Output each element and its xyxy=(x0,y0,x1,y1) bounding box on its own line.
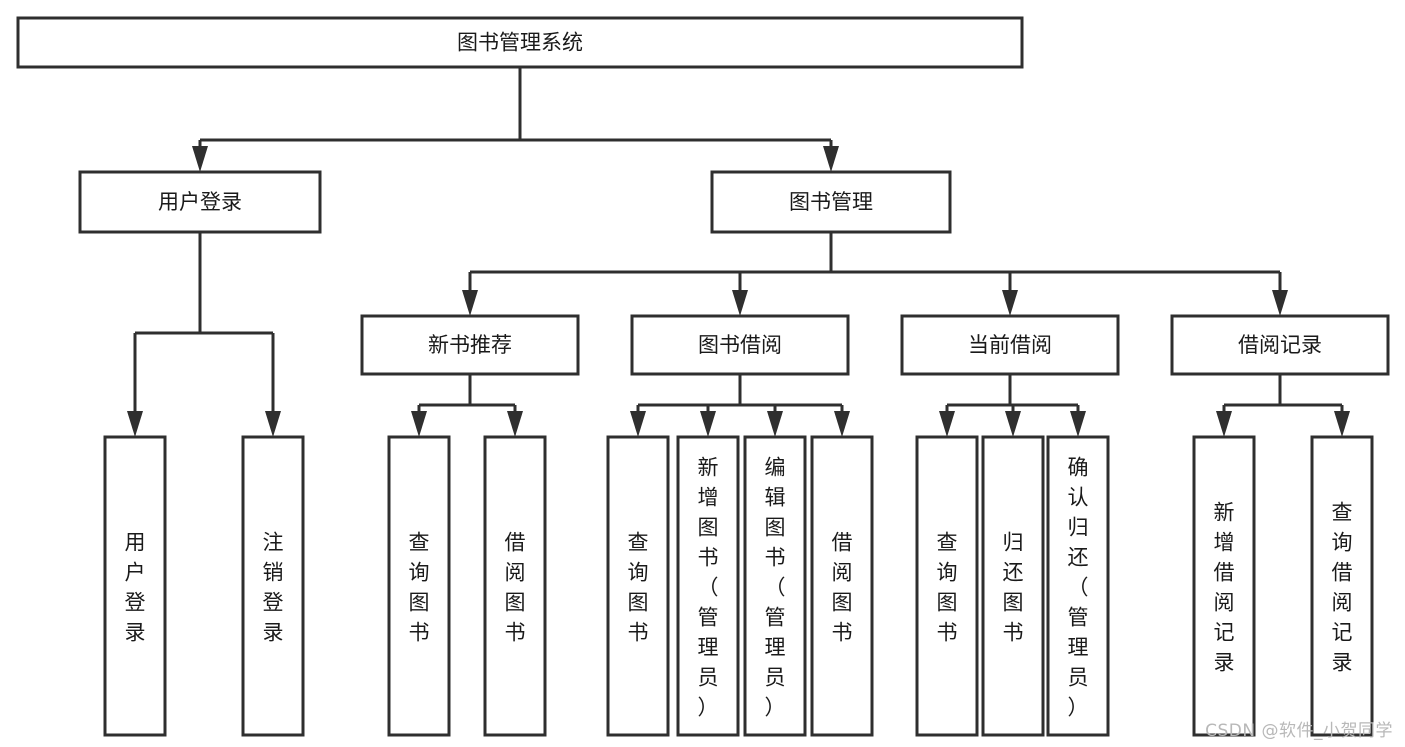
arrow-head-icon xyxy=(700,411,716,437)
root-box[interactable] xyxy=(16,16,1024,69)
leaf-label: 确认归还（管理员） xyxy=(1068,455,1089,719)
arrow-head-icon xyxy=(1216,411,1232,437)
csdn-watermark: CSDN @软件_小贺同学 xyxy=(1205,721,1393,741)
root-node[interactable]: 图书管理系统 xyxy=(16,16,1024,69)
arrow-head-icon xyxy=(1070,411,1086,437)
leaf-node[interactable]: 编辑图书（管理员） xyxy=(743,435,807,737)
level3-label: 借阅记录 xyxy=(1238,333,1322,357)
leaf-node[interactable]: 注销登录 xyxy=(241,435,305,737)
level2-label: 用户登录 xyxy=(158,190,242,214)
leaf-label: 查询图书 xyxy=(409,530,430,644)
level3-box[interactable] xyxy=(1170,314,1390,376)
leaf-box[interactable] xyxy=(981,435,1045,737)
leaf-box[interactable] xyxy=(241,435,305,737)
connector-layer xyxy=(127,67,1350,437)
leaf-node[interactable]: 归还图书 xyxy=(981,435,1045,737)
leaf-box[interactable] xyxy=(1192,435,1256,737)
arrow-head-icon xyxy=(1002,290,1018,316)
leaf-node[interactable]: 查询图书 xyxy=(606,435,670,737)
connector-root-to-level2 xyxy=(192,67,839,172)
level3-box[interactable] xyxy=(630,314,850,376)
level3-label: 新书推荐 xyxy=(428,333,512,357)
level2-node[interactable]: 图书管理 xyxy=(710,170,952,234)
leaf-box[interactable] xyxy=(810,435,874,737)
level2-label: 图书管理 xyxy=(789,190,873,214)
leaf-label: 注销登录 xyxy=(263,530,284,644)
level2-box[interactable] xyxy=(78,170,322,234)
level3-node[interactable]: 新书推荐 xyxy=(360,314,580,376)
leaf-label: 新增借阅记录 xyxy=(1214,500,1235,674)
connector-newbook-to-leaves xyxy=(411,374,523,437)
connector-borrow-to-leaves xyxy=(630,374,850,437)
arrow-head-icon xyxy=(939,411,955,437)
leaf-label: 编辑图书（管理员） xyxy=(765,455,786,719)
arrow-head-icon xyxy=(1272,290,1288,316)
leaf-box[interactable] xyxy=(483,435,547,737)
root-label: 图书管理系统 xyxy=(457,31,583,55)
leaf-node[interactable]: 确认归还（管理员） xyxy=(1046,435,1110,737)
leaf-box[interactable] xyxy=(387,435,451,737)
node-layer: 图书管理系统用户登录图书管理新书推荐图书借阅当前借阅借阅记录用户登录注销登录查询… xyxy=(16,16,1390,737)
leaf-box[interactable] xyxy=(743,435,807,737)
arrow-head-icon xyxy=(732,290,748,316)
leaf-node[interactable]: 新增图书（管理员） xyxy=(676,435,740,737)
leaf-box[interactable] xyxy=(915,435,979,737)
arrow-head-icon xyxy=(834,411,850,437)
leaf-label: 查询图书 xyxy=(628,530,649,644)
leaf-box[interactable] xyxy=(606,435,670,737)
connector-record-to-leaves xyxy=(1216,374,1350,437)
level2-node[interactable]: 用户登录 xyxy=(78,170,322,234)
arrow-head-icon xyxy=(1005,411,1021,437)
connector-userlogin-to-leaves xyxy=(127,232,281,437)
leaf-node[interactable]: 借阅图书 xyxy=(810,435,874,737)
arrow-head-icon xyxy=(767,411,783,437)
leaf-node[interactable]: 新增借阅记录 xyxy=(1192,435,1256,737)
level3-box[interactable] xyxy=(900,314,1120,376)
leaf-label: 用户登录 xyxy=(125,530,146,644)
leaf-box[interactable] xyxy=(1046,435,1110,737)
arrow-head-icon xyxy=(411,411,427,437)
leaf-box[interactable] xyxy=(103,435,167,737)
leaf-label: 借阅图书 xyxy=(832,530,853,644)
arrow-head-icon xyxy=(823,146,839,172)
leaf-label: 新增图书（管理员） xyxy=(698,455,719,719)
arrow-head-icon xyxy=(1334,411,1350,437)
level3-node[interactable]: 当前借阅 xyxy=(900,314,1120,376)
leaf-node[interactable]: 查询借阅记录 xyxy=(1310,435,1374,737)
arrow-head-icon xyxy=(630,411,646,437)
arrow-head-icon xyxy=(192,146,208,172)
level3-node[interactable]: 借阅记录 xyxy=(1170,314,1390,376)
leaf-node[interactable]: 借阅图书 xyxy=(483,435,547,737)
connector-current-to-leaves xyxy=(939,374,1086,437)
leaf-box[interactable] xyxy=(1310,435,1374,737)
level3-node[interactable]: 图书借阅 xyxy=(630,314,850,376)
leaf-label: 查询借阅记录 xyxy=(1332,500,1353,674)
leaf-label: 归还图书 xyxy=(1003,530,1024,644)
leaf-node[interactable]: 用户登录 xyxy=(103,435,167,737)
level2-box[interactable] xyxy=(710,170,952,234)
leaf-node[interactable]: 查询图书 xyxy=(387,435,451,737)
arrow-head-icon xyxy=(507,411,523,437)
leaf-label: 查询图书 xyxy=(937,530,958,644)
arrow-head-icon xyxy=(265,411,281,437)
leaf-box[interactable] xyxy=(676,435,740,737)
leaf-node[interactable]: 查询图书 xyxy=(915,435,979,737)
leaf-label: 借阅图书 xyxy=(505,530,526,644)
arrow-head-icon xyxy=(462,290,478,316)
level3-box[interactable] xyxy=(360,314,580,376)
connector-bookmgmt-to-level3 xyxy=(462,232,1288,316)
arrow-head-icon xyxy=(127,411,143,437)
level3-label: 当前借阅 xyxy=(968,333,1052,357)
level3-label: 图书借阅 xyxy=(698,333,782,357)
